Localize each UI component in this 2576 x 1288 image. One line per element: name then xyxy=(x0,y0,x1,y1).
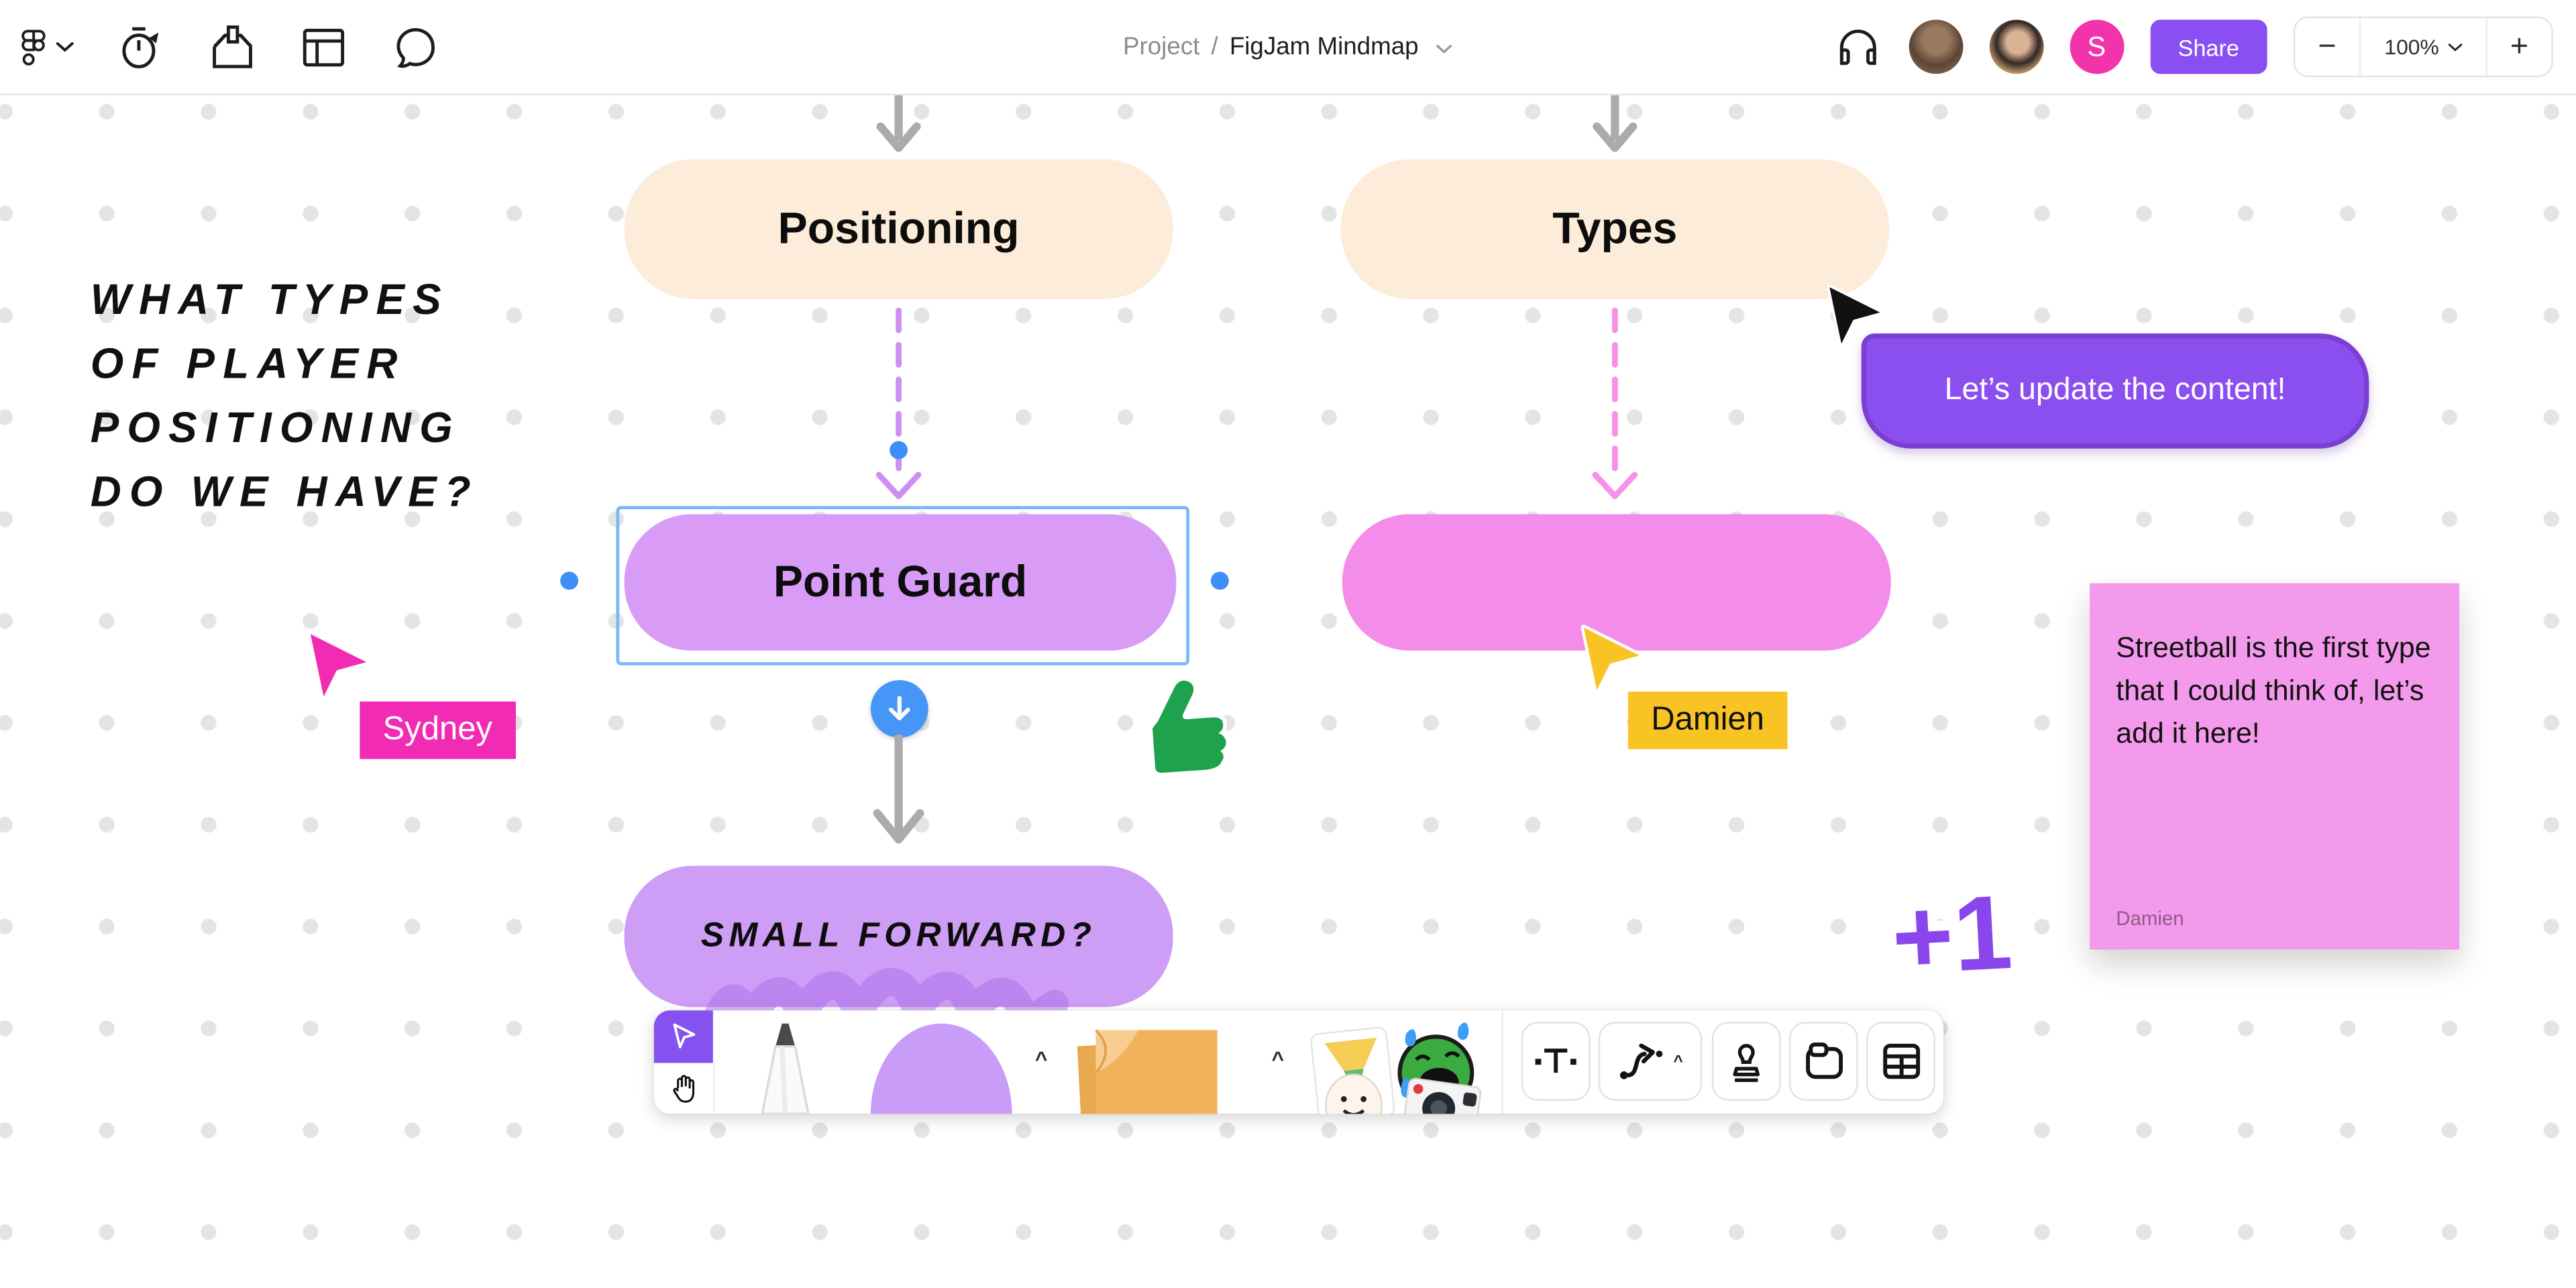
hand-tool[interactable] xyxy=(653,1063,715,1114)
thumbs-up-sticker[interactable] xyxy=(1134,672,1236,777)
connector-handle-right[interactable] xyxy=(1210,572,1229,590)
hand-icon xyxy=(672,1075,694,1103)
node-label: Point Guard xyxy=(773,557,1028,606)
stickers-tool[interactable] xyxy=(1307,1020,1488,1114)
chevron-down-icon xyxy=(2447,42,2462,51)
stamp-icon xyxy=(1733,1042,1760,1081)
breadcrumb: Project / FigJam Mindmap xyxy=(0,0,2576,94)
marker-tool[interactable] xyxy=(746,1022,825,1114)
headphones-icon[interactable] xyxy=(1833,22,1882,71)
file-name[interactable]: FigJam Mindmap xyxy=(1229,32,1419,61)
text-tool[interactable] xyxy=(1521,1022,1591,1101)
zoom-out-button[interactable]: − xyxy=(2318,28,2337,64)
node-point-guard[interactable]: Point Guard xyxy=(624,514,1177,651)
sticky-note-tool[interactable] xyxy=(1073,1024,1229,1114)
stamp-tool[interactable] xyxy=(1711,1022,1781,1101)
top-bar-left xyxy=(21,0,440,94)
add-child-node-button[interactable] xyxy=(870,680,928,738)
file-menu-chevron-icon[interactable] xyxy=(1437,33,1453,61)
zoom-level-value: 100% xyxy=(2384,34,2439,60)
arrow-down-icon xyxy=(888,696,910,720)
sticky-tool-expand-chevron[interactable]: ^ xyxy=(1271,1046,1285,1071)
select-tool[interactable] xyxy=(653,1010,713,1063)
connector-midpoint-handle[interactable] xyxy=(890,441,908,460)
zoom-controls: − 100% + xyxy=(2293,16,2553,78)
node-label: Positioning xyxy=(777,203,1020,254)
text-icon xyxy=(1535,1049,1576,1073)
chat-bubble-text: Let’s update the content! xyxy=(1944,372,2286,408)
node-label: Types xyxy=(1552,203,1678,254)
arrow-into-positioning xyxy=(876,93,921,152)
zoom-in-button[interactable]: + xyxy=(2510,28,2529,64)
sticky-note[interactable]: Streetball is the first type that I coul… xyxy=(2090,583,2460,950)
shape-tool-expand-chevron[interactable]: ^ xyxy=(1034,1046,1048,1071)
handwritten-question[interactable]: WHAT TYPES OF PLAYER POSITIONING DO WE H… xyxy=(90,274,479,516)
share-button[interactable]: Share xyxy=(2149,19,2267,74)
avatar-user-1[interactable] xyxy=(1908,19,1963,74)
templates-icon[interactable] xyxy=(299,22,348,71)
chevron-down-icon xyxy=(56,41,74,52)
plus-one-text: +1 xyxy=(1889,873,2015,997)
connector-expand-chevron[interactable]: ^ xyxy=(1673,1052,1683,1071)
zoom-level-dropdown[interactable]: 100% xyxy=(2359,17,2487,76)
cursor-sydney-icon xyxy=(307,631,370,700)
arrow-into-small-forward xyxy=(873,734,924,844)
selection-box xyxy=(616,506,1190,665)
top-bar: Project / FigJam Mindmap S Share − xyxy=(0,0,2576,96)
chat-bubble[interactable]: Let’s update the content! xyxy=(1861,333,2369,449)
main-menu-button[interactable] xyxy=(21,22,74,71)
table-icon xyxy=(1882,1043,1919,1079)
connector-positioning-pointguard[interactable] xyxy=(866,304,932,504)
node-empty-pink[interactable] xyxy=(1342,514,1891,651)
node-types[interactable]: Types xyxy=(1340,159,1890,299)
figma-logo-icon xyxy=(21,29,46,65)
cursor-label-damien: Damien xyxy=(1627,692,1788,749)
cursor-label-sydney: Sydney xyxy=(360,701,516,759)
connector-tool[interactable]: ^ xyxy=(1598,1022,1703,1101)
timer-icon[interactable] xyxy=(115,22,164,71)
avatar-user-s[interactable]: S xyxy=(2069,19,2124,74)
suggestion-box-icon[interactable] xyxy=(207,22,256,71)
breadcrumb-project[interactable]: Project xyxy=(1122,32,1200,61)
plus-one-sticker[interactable]: +1 xyxy=(1878,853,2025,1010)
connector-types-pink[interactable] xyxy=(1582,304,1648,504)
breadcrumb-separator: / xyxy=(1211,32,1218,61)
node-label: SMALL FORWARD? xyxy=(700,916,1097,955)
cursor-damien-icon xyxy=(1580,625,1643,693)
connector-handle-left[interactable] xyxy=(560,572,579,590)
avatar-user-2[interactable] xyxy=(1988,19,2043,74)
comments-icon[interactable] xyxy=(391,22,440,71)
cursor-pointer-black xyxy=(1827,284,1883,347)
tool-bar: ^ ^ xyxy=(653,1010,1944,1114)
sticky-note-text: Streetball is the first type that I coul… xyxy=(2116,631,2431,749)
toolbar-divider xyxy=(1501,1010,1503,1114)
sticky-note-author: Damien xyxy=(2116,906,2184,930)
node-positioning[interactable]: Positioning xyxy=(624,159,1173,299)
table-tool[interactable] xyxy=(1866,1022,1935,1101)
section-tool[interactable] xyxy=(1788,1022,1858,1101)
select-cursor-icon xyxy=(672,1023,695,1049)
section-icon xyxy=(1805,1042,1842,1079)
top-bar-right: S Share − 100% + xyxy=(1833,0,2553,94)
node-small-forward[interactable]: SMALL FORWARD? xyxy=(624,865,1173,1008)
arrow-into-types xyxy=(1593,93,1638,152)
connector-icon xyxy=(1619,1043,1662,1079)
shape-tool[interactable] xyxy=(870,1023,1012,1114)
